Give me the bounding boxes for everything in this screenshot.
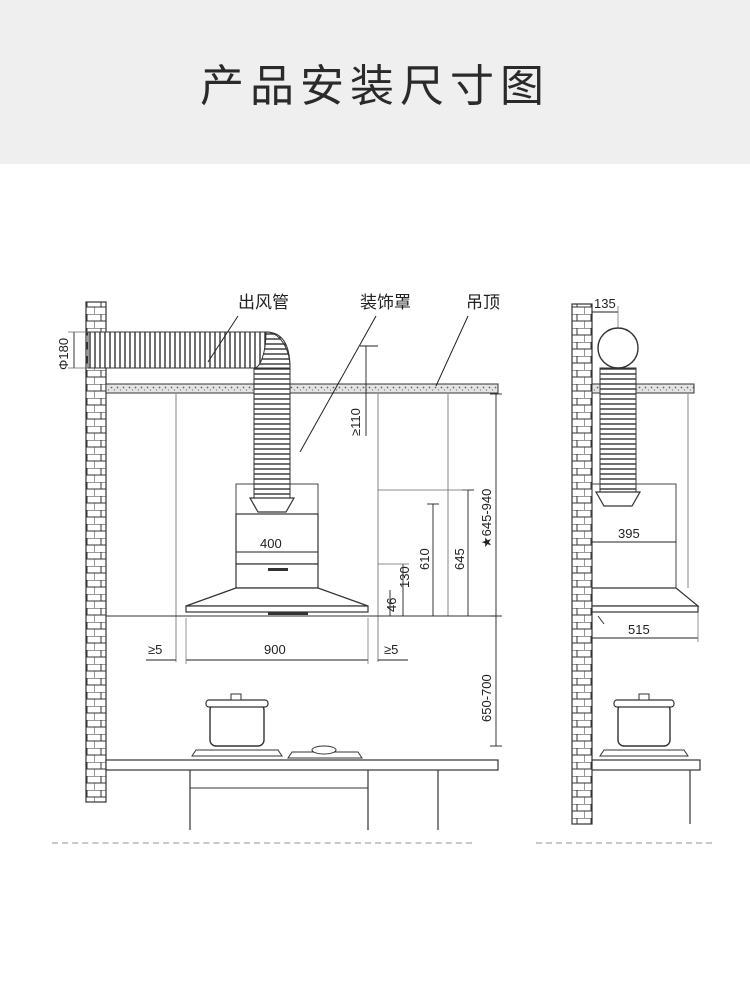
installation-diagram: 出风管 装饰罩 吊顶 Φ180 ≥110 ★645-940 645 610 13… bbox=[38, 272, 728, 830]
side-view bbox=[571, 303, 701, 825]
label-ceiling: 吊顶 bbox=[466, 293, 500, 312]
cropped-caption-right bbox=[536, 838, 712, 848]
side-ceiling-slab bbox=[591, 383, 695, 394]
label-total-height: ★645-940 bbox=[479, 489, 494, 548]
side-duct-section bbox=[597, 327, 639, 369]
front-brick-wall bbox=[85, 301, 107, 803]
installation-diagram-svg: 出风管 装饰罩 吊顶 Φ180 ≥110 ★645-940 645 610 13… bbox=[56, 293, 701, 830]
front-countertop bbox=[105, 759, 499, 771]
label-side-clear-left: ≥5 bbox=[148, 642, 162, 657]
label-upper-depth: 395 bbox=[618, 526, 640, 541]
label-hood-width: 900 bbox=[264, 642, 286, 657]
label-cook-height: 650-700 bbox=[479, 674, 494, 722]
label-upper-width: 400 bbox=[260, 536, 282, 551]
label-duct: 出风管 bbox=[238, 293, 289, 312]
cropped-caption-left bbox=[52, 838, 472, 848]
side-countertop bbox=[591, 759, 701, 771]
front-view bbox=[68, 301, 502, 830]
front-duct-horizontal bbox=[87, 331, 267, 369]
label-dim-130: 130 bbox=[397, 566, 412, 588]
front-pot bbox=[209, 703, 265, 747]
front-duct-vertical bbox=[253, 367, 291, 499]
front-ceiling-slab bbox=[105, 383, 499, 394]
label-hood-depth: 515 bbox=[628, 622, 650, 637]
side-duct-vertical bbox=[599, 367, 637, 493]
label-min-above-ceiling: ≥110 bbox=[348, 408, 363, 436]
side-brick-wall bbox=[571, 303, 593, 825]
label-cover: 装饰罩 bbox=[360, 293, 411, 312]
front-hood-lower-trunk bbox=[235, 563, 319, 589]
label-side-clear-right: ≥5 bbox=[384, 642, 398, 657]
page-title: 产品安装尺寸图 bbox=[200, 61, 550, 112]
side-hood-canopy bbox=[591, 587, 700, 607]
label-dim-46: 46 bbox=[384, 598, 399, 612]
side-pot bbox=[617, 703, 671, 747]
label-duct-diameter: Φ180 bbox=[56, 338, 71, 370]
front-hood-canopy bbox=[185, 587, 369, 607]
front-hood-upper bbox=[235, 513, 319, 565]
label-dim-610: 610 bbox=[417, 548, 432, 570]
page-header: 产品安装尺寸图 bbox=[0, 0, 750, 164]
label-duct-offset: 135 bbox=[594, 296, 616, 311]
label-dim-645: 645 bbox=[452, 548, 467, 570]
